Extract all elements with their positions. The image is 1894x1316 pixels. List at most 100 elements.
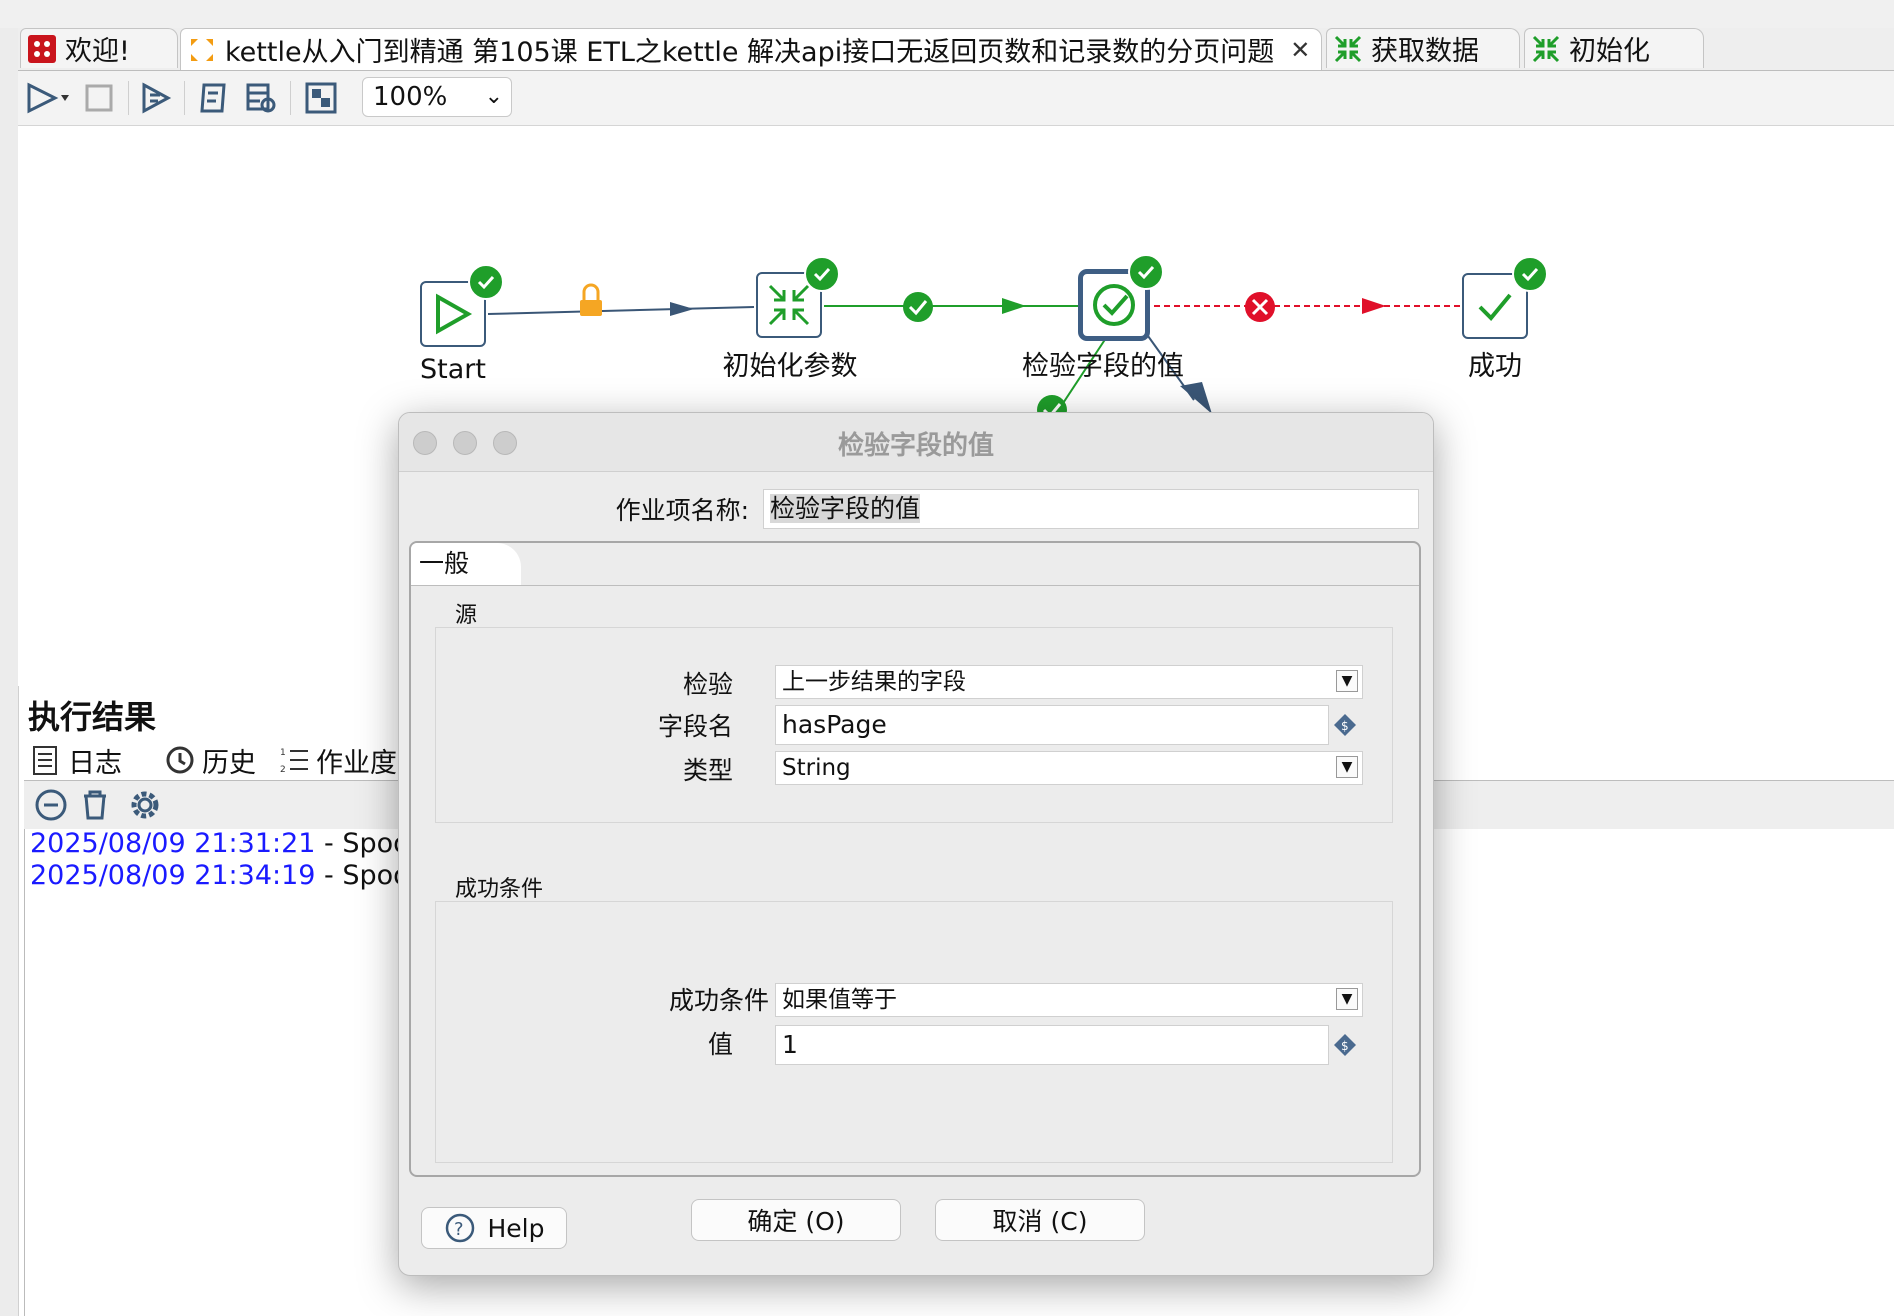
node-status-ok-icon [804, 256, 840, 292]
tab-init[interactable]: 初始化 [1524, 28, 1704, 68]
dropdown-arrow-icon: ▼ [1336, 988, 1358, 1010]
impact-button[interactable] [242, 79, 280, 117]
dropdown-arrow-icon: ▼ [1336, 756, 1358, 778]
tab-welcome[interactable]: 欢迎! [20, 28, 178, 68]
hop-arrow [1180, 382, 1212, 414]
toolbar-separator [290, 81, 291, 115]
job-entry-name-input[interactable]: 检验字段的值 [763, 489, 1419, 529]
hops-layer [487, 283, 1462, 427]
success-icon [1478, 293, 1512, 321]
tab-bar: 欢迎! kettle从入门到精通 第105课 ETL之kettle 解决api接… [18, 28, 1894, 71]
job-icon [191, 38, 213, 61]
lock-icon [580, 283, 602, 316]
fieldname-value: hasPage [782, 710, 887, 739]
zoom-select[interactable]: 100% ⌄ [362, 77, 512, 117]
type-value: String [782, 755, 851, 781]
svg-text:$: $ [1341, 1039, 1349, 1053]
zoom-window-button[interactable] [493, 431, 517, 455]
node-status-ok-icon [1512, 256, 1548, 292]
stop-button[interactable] [80, 79, 118, 117]
value-label: 值 [707, 1030, 733, 1059]
condition-select[interactable]: 如果值等于 ▼ [775, 983, 1363, 1017]
gear-icon[interactable] [128, 788, 162, 822]
help-label: Help [487, 1213, 545, 1243]
dialog-titlebar: 检验字段的值 [399, 413, 1433, 472]
tab-label: 历史 [202, 747, 256, 779]
minimize-window-button[interactable] [453, 431, 477, 455]
condition-value: 如果值等于 [782, 987, 897, 1013]
log-icon [33, 746, 57, 775]
close-window-button[interactable] [413, 431, 437, 455]
help-button[interactable]: ? Help [421, 1207, 567, 1249]
value-value: 1 [782, 1030, 798, 1059]
transformation-icon [1334, 35, 1362, 62]
node-label: 初始化参数 [722, 351, 858, 382]
value-input[interactable]: 1 [775, 1025, 1329, 1065]
close-icon[interactable]: ✕ [1290, 35, 1311, 64]
tab-label: 作业度 [316, 747, 397, 779]
check-select[interactable]: 上一步结果的字段 ▼ [775, 665, 1363, 699]
svg-text:?: ? [454, 1219, 464, 1240]
stop-icon [85, 84, 113, 112]
window-top-strip [0, 0, 1894, 29]
ok-button[interactable]: 确定 (O) [691, 1199, 901, 1241]
tab-divider [411, 585, 1419, 586]
type-label: 类型 [682, 756, 733, 785]
check-label: 检验 [682, 670, 733, 699]
sql-button[interactable] [194, 79, 232, 117]
chevron-down-icon: ⌄ [484, 84, 503, 109]
results-title: 执行结果 [28, 698, 157, 736]
log-line: 2025/08/09 21:34:19 - Spoon - [30, 860, 445, 891]
variable-icon[interactable]: $ [1333, 713, 1357, 737]
fieldname-label: 字段名 [657, 712, 733, 741]
hop-arrow [1002, 298, 1026, 314]
svg-text:2: 2 [280, 765, 286, 775]
tab-current-job[interactable]: kettle从入门到精通 第105课 ETL之kettle 解决api接口无返回… [180, 28, 1322, 70]
node-label: 检验字段的值 [1022, 351, 1184, 382]
transformation-icon [768, 284, 810, 326]
list-icon: 12 [280, 748, 308, 775]
dropdown-arrow-icon: ▼ [1336, 670, 1358, 692]
toolbar-separator [128, 81, 129, 115]
grid-button[interactable] [302, 79, 340, 117]
tab-label: 欢迎! [65, 36, 130, 67]
log-timestamp: 2025/08/09 21:34:19 [30, 860, 316, 891]
tab-label: kettle从入门到精通 第105课 ETL之kettle 解决api接口无返回… [225, 37, 1275, 68]
node-label: Start [420, 354, 486, 385]
clear-log-icon[interactable] [34, 788, 68, 822]
hop-start-init[interactable] [487, 306, 755, 315]
variable-icon[interactable]: $ [1333, 1033, 1357, 1057]
ok-label: 确定 (O) [747, 1207, 845, 1236]
tab-get-data[interactable]: 获取数据 [1326, 28, 1520, 68]
run-icon [27, 82, 69, 114]
tab-history[interactable]: 历史 [164, 740, 256, 780]
sql-icon [200, 83, 226, 113]
job-entry-name-label: 作业项名称: [615, 496, 749, 525]
history-icon [166, 746, 194, 774]
svg-text:$: $ [1341, 719, 1349, 733]
svg-text:1: 1 [280, 748, 286, 758]
grid-icon [305, 82, 337, 114]
tab-general[interactable]: 一般 [411, 543, 521, 585]
start-icon [436, 293, 473, 335]
run-button[interactable] [24, 79, 72, 117]
type-select[interactable]: String ▼ [775, 751, 1363, 785]
tab-log[interactable]: 日志 [30, 740, 122, 780]
hop-success-icon [903, 292, 933, 322]
results-panel [24, 781, 1894, 1316]
log-timestamp: 2025/08/09 21:31:21 [30, 828, 316, 859]
impact-icon [246, 83, 276, 113]
cancel-button[interactable]: 取消 (C) [935, 1199, 1145, 1241]
condition-label: 成功条件 [668, 986, 769, 1015]
toolbar-separator [184, 81, 185, 115]
fieldname-input[interactable]: hasPage [775, 705, 1329, 745]
preview-button[interactable] [138, 79, 176, 117]
trash-icon[interactable] [78, 788, 112, 822]
tab-label: 初始化 [1569, 36, 1650, 67]
left-edge-strip [0, 28, 19, 1316]
job-toolbar: 100% ⌄ [18, 71, 1894, 126]
hop-failure-icon [1245, 292, 1275, 322]
zoom-value: 100% [373, 82, 448, 112]
hop-arrow [1362, 298, 1386, 314]
